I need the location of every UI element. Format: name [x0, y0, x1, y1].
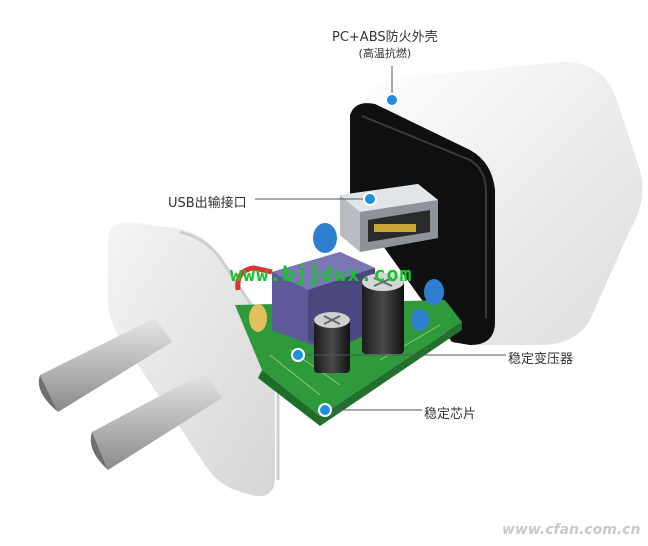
callout-dots — [291, 93, 399, 417]
transformer-callout-label: 稳定变压器 — [508, 352, 574, 367]
plug-pins — [38, 318, 222, 470]
shell-label-line1: PC+ABS防火外壳 — [332, 30, 438, 45]
capacitors — [314, 273, 404, 373]
shell-callout-label: PC+ABS防火外壳 (高温抗燃) — [332, 30, 438, 62]
usb-callout-label: USB出输接口 — [168, 196, 247, 211]
chip-callout-label: 稳定芯片 — [424, 407, 477, 422]
site-watermark: www.cfan.com.cn — [502, 522, 641, 538]
watermark-text: www.bjjdwx.com — [230, 262, 413, 286]
small-components — [235, 223, 444, 332]
shell-label-line2: (高温抗燃) — [358, 47, 412, 60]
